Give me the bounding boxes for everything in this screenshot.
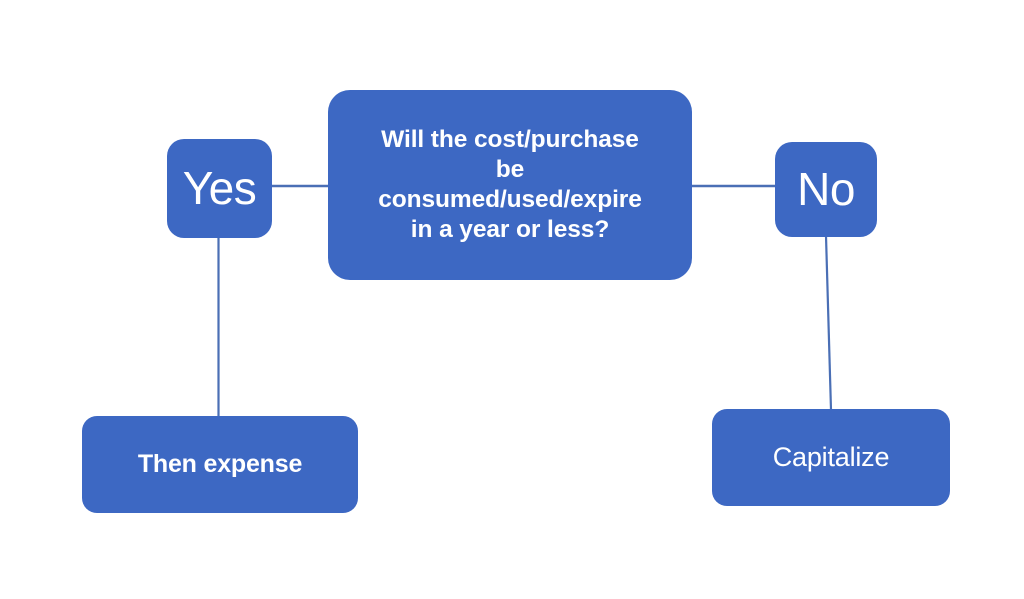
outcome-node-capitalize[interactable]: Capitalize <box>712 409 950 506</box>
outcome-node-then-expense[interactable]: Then expense <box>82 416 358 513</box>
decision-line-4: in a year or less? <box>410 215 610 243</box>
branch-node-no[interactable]: No <box>775 142 877 237</box>
decision-line-1: Will the cost/purchase <box>381 126 639 154</box>
decision-line-3: consumed/used/expire <box>378 186 642 213</box>
branch-node-no-label: No <box>797 163 855 216</box>
decision-line-2: be <box>495 156 525 184</box>
outcome-node-then-expense-label: Then expense <box>137 449 303 478</box>
outcome-node-capitalize-label: Capitalize <box>772 441 890 472</box>
branch-node-yes[interactable]: Yes <box>167 139 272 238</box>
connector-no-to-capitalize <box>824 235 833 411</box>
branch-node-yes-label: Yes <box>182 162 257 215</box>
